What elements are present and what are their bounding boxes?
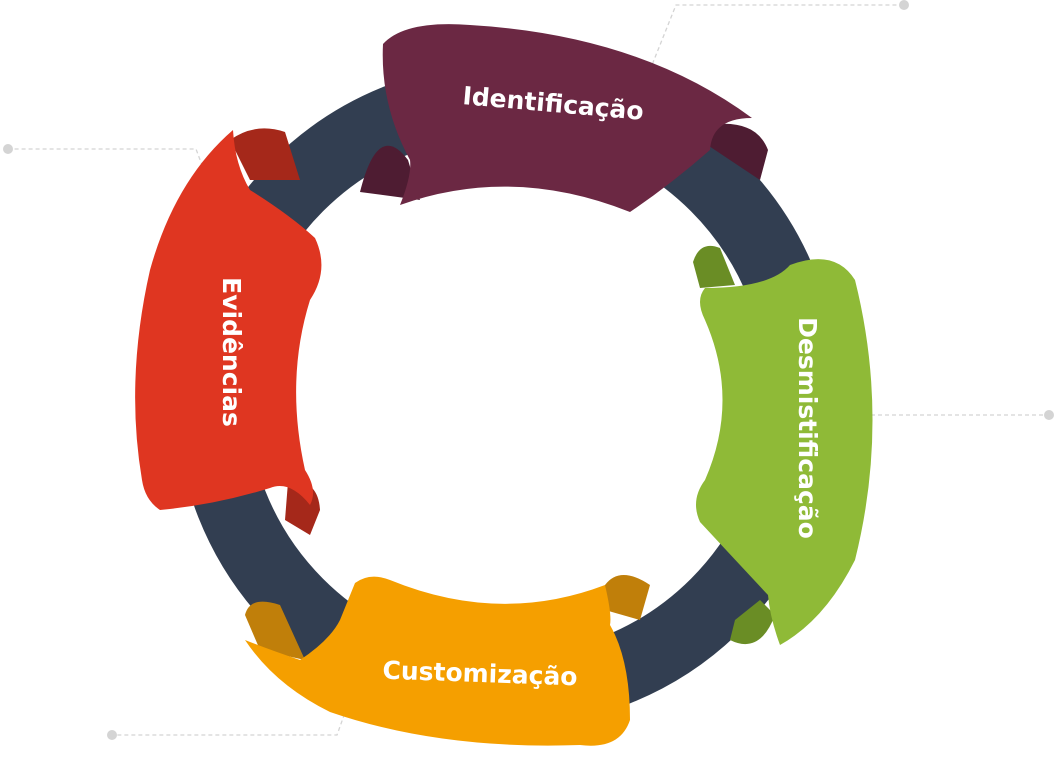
- leader-dot: [3, 144, 13, 154]
- ribbon-fold-left: [245, 601, 305, 660]
- ribbon-fold-right: [700, 123, 768, 180]
- ring-track: [175, 63, 839, 727]
- ribbon-fold-right: [605, 575, 650, 620]
- label-customizacao: Customização: [382, 656, 578, 692]
- ribbon-fold-bottom: [730, 600, 775, 645]
- ring: [175, 63, 839, 727]
- leader-dot: [899, 0, 909, 10]
- ribbon-fold-top: [693, 245, 735, 288]
- ribbon-fold-left: [360, 145, 420, 200]
- segment-identificacao: Identificação: [360, 24, 768, 213]
- ribbon-customizacao: [245, 576, 630, 746]
- ribbon-fold-top: [230, 128, 300, 180]
- ribbon-identificacao: [382, 24, 752, 213]
- leader-identificacao: [641, 0, 909, 91]
- ribbon-desmistificacao: [696, 259, 873, 645]
- leader-line: [641, 4, 904, 91]
- label-evidencias: Evidências: [217, 277, 246, 427]
- segment-evidencias: Evidências: [135, 128, 322, 535]
- ribbon-evidencias: [135, 130, 322, 510]
- segment-customizacao: Customização: [245, 575, 650, 746]
- label-desmistificacao: Desmistificação: [793, 317, 822, 539]
- segment-desmistificacao: Desmistificação: [693, 245, 873, 645]
- leader-dot: [107, 730, 117, 740]
- leader-dot: [1044, 410, 1054, 420]
